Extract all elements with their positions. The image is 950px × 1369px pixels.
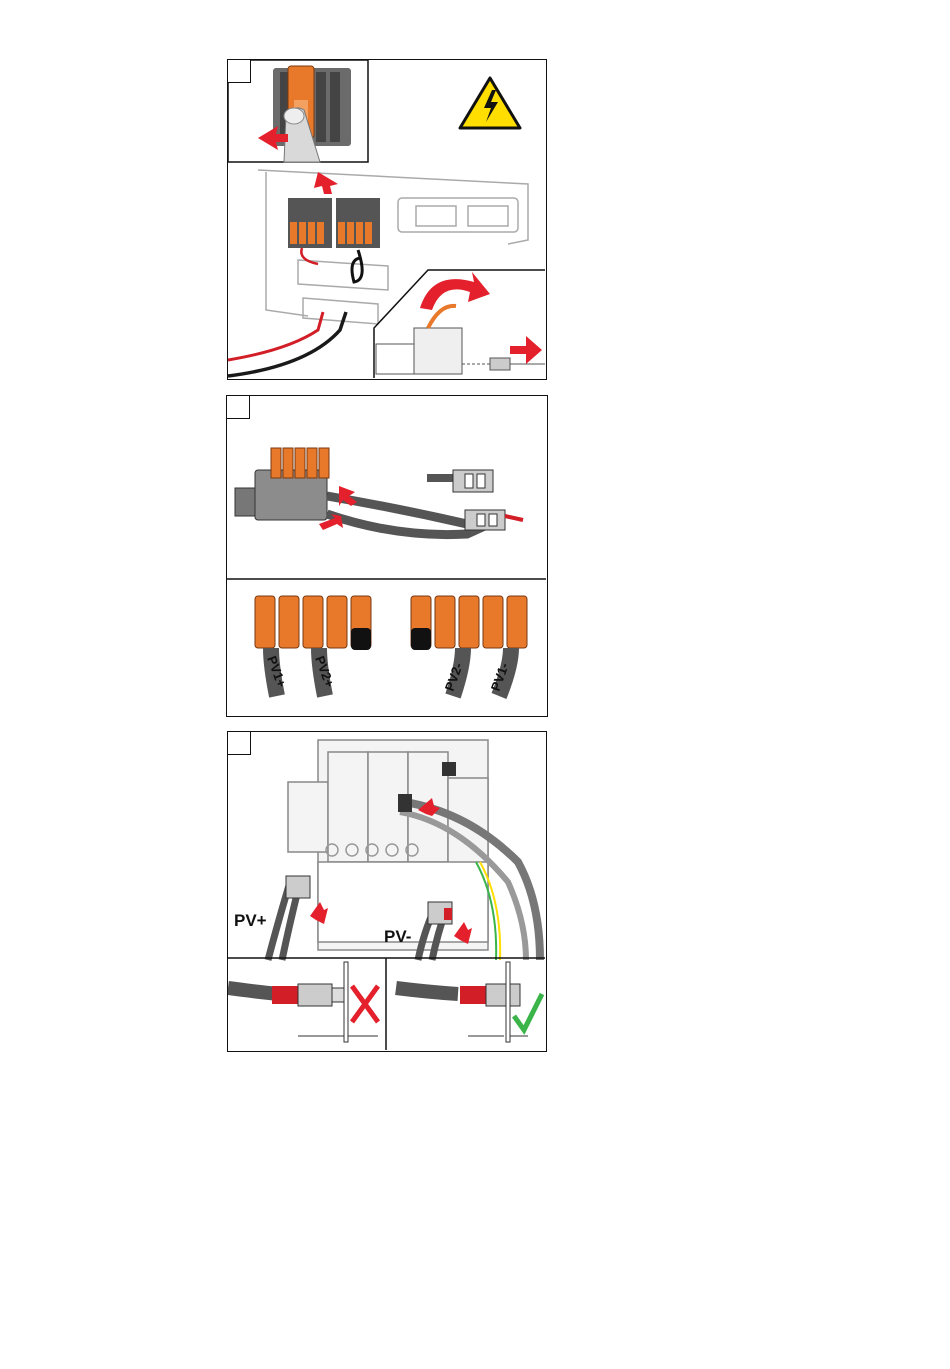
high-voltage-warning-icon [460,78,520,128]
plug-connector-top [427,470,493,492]
cross-mark-icon [352,986,378,1022]
step-3-panel: PV+ PV- [227,731,547,1052]
connector-detail [258,66,351,162]
terminal-connector [235,448,329,520]
plug-connector [465,510,523,530]
step-1-panel [227,59,547,380]
step-number-box [228,732,251,755]
label-pv-plus: PV+ [234,911,267,930]
terminal-row-right [411,596,527,696]
step-number-box [228,60,251,83]
step-2-illustration: PV1+ PV2+ PV2- PV1- [227,396,546,715]
step-1-illustration [228,60,545,378]
cable-removal-detail [376,272,545,374]
correct-insertion [396,962,542,1042]
incorrect-insertion [228,962,378,1042]
step-2-panel: PV1+ PV2+ PV2- PV1- [226,395,548,717]
step-number-box [227,396,250,419]
step-3-illustration: PV+ PV- [228,732,545,1050]
label-pv-minus: PV- [384,927,411,946]
terminal-blocks [288,172,380,248]
